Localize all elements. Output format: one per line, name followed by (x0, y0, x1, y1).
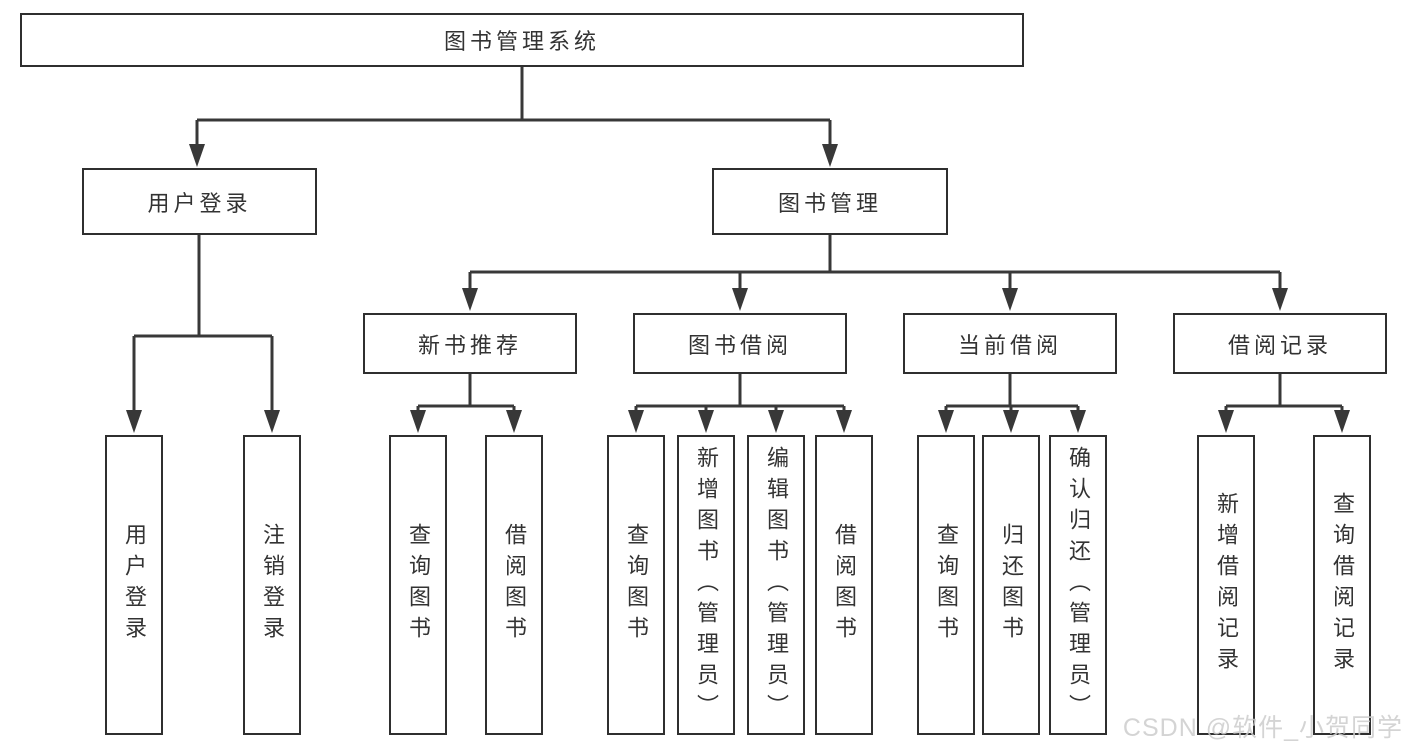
leaf-borrow-books: 借阅图书 (815, 435, 873, 735)
node-root: 图书管理系统 (20, 13, 1024, 67)
leaf-add-book-admin: 新增图书（管理员） (677, 435, 735, 735)
node-user-login-label: 用户登录 (147, 190, 252, 216)
node-borrow-records: 借阅记录 (1173, 313, 1387, 374)
leaf-borrow-books-label: 借阅图书 (832, 523, 857, 647)
leaf-user-login-label: 用户登录 (122, 523, 147, 647)
node-book-borrow: 图书借阅 (633, 313, 847, 374)
leaf-borrow-books-recommend: 借阅图书 (485, 435, 543, 735)
leaf-query-borrow-record: 查询借阅记录 (1313, 435, 1371, 735)
leaf-confirm-return-admin-label: 确认归还（管理员） (1066, 445, 1091, 725)
leaf-add-borrow-record-label: 新增借阅记录 (1214, 492, 1239, 678)
connectors-new-book-recommend (410, 374, 522, 433)
leaf-query-books-recommend-label: 查询图书 (406, 523, 431, 647)
csdn-watermark: CSDN @软件_小贺同学 (1122, 714, 1403, 742)
node-current-borrow-label: 当前借阅 (957, 332, 1062, 358)
leaf-user-login: 用户登录 (105, 435, 163, 735)
node-new-book-recommend: 新书推荐 (363, 313, 577, 374)
leaf-borrow-books-recommend-label: 借阅图书 (502, 523, 527, 647)
leaf-add-book-admin-label: 新增图书（管理员） (694, 445, 719, 725)
leaf-query-borrow-record-label: 查询借阅记录 (1330, 492, 1355, 678)
node-book-management-label: 图书管理 (777, 190, 882, 216)
leaf-add-borrow-record: 新增借阅记录 (1197, 435, 1255, 735)
connectors-book-borrow (628, 374, 852, 433)
leaf-confirm-return-admin: 确认归还（管理员） (1049, 435, 1107, 735)
leaf-edit-book-admin-label: 编辑图书（管理员） (764, 445, 789, 725)
node-user-login: 用户登录 (82, 168, 317, 235)
leaf-logout: 注销登录 (243, 435, 301, 735)
leaf-logout-label: 注销登录 (260, 523, 285, 647)
connectors-borrow-records (1218, 374, 1350, 433)
node-borrow-records-label: 借阅记录 (1227, 332, 1332, 358)
leaf-query-books-recommend: 查询图书 (389, 435, 447, 735)
node-book-management: 图书管理 (712, 168, 948, 235)
node-book-borrow-label: 图书借阅 (687, 332, 792, 358)
node-new-book-recommend-label: 新书推荐 (417, 332, 522, 358)
node-root-label: 图书管理系统 (443, 29, 600, 54)
leaf-query-books-current-label: 查询图书 (934, 523, 959, 647)
leaf-return-book: 归还图书 (982, 435, 1040, 735)
node-current-borrow: 当前借阅 (903, 313, 1117, 374)
connectors-root (189, 67, 838, 167)
connectors-current-borrow (938, 374, 1086, 433)
connectors-user-login (126, 235, 280, 433)
leaf-query-books-borrow-label: 查询图书 (624, 523, 649, 647)
leaf-edit-book-admin: 编辑图书（管理员） (747, 435, 805, 735)
leaf-query-books-current: 查询图书 (917, 435, 975, 735)
connectors-book-management (462, 235, 1288, 311)
leaf-return-book-label: 归还图书 (999, 523, 1024, 647)
leaf-query-books-borrow: 查询图书 (607, 435, 665, 735)
